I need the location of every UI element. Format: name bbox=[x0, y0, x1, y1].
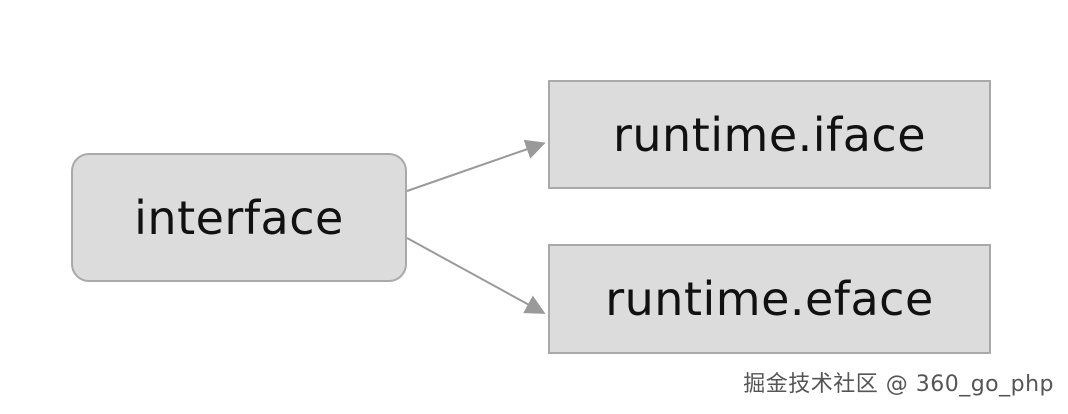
node-interface: interface bbox=[71, 153, 407, 282]
node-runtime-eface: runtime.eface bbox=[548, 244, 991, 354]
node-runtime-eface-label: runtime.eface bbox=[605, 272, 934, 326]
node-runtime-iface: runtime.iface bbox=[548, 80, 991, 189]
node-interface-label: interface bbox=[134, 190, 344, 245]
node-runtime-iface-label: runtime.iface bbox=[612, 107, 927, 162]
watermark: 掘金技术社区 @ 360_go_php bbox=[743, 372, 1054, 397]
edge-interface-to-eface bbox=[406, 237, 546, 314]
edge-interface-to-iface bbox=[406, 139, 546, 192]
